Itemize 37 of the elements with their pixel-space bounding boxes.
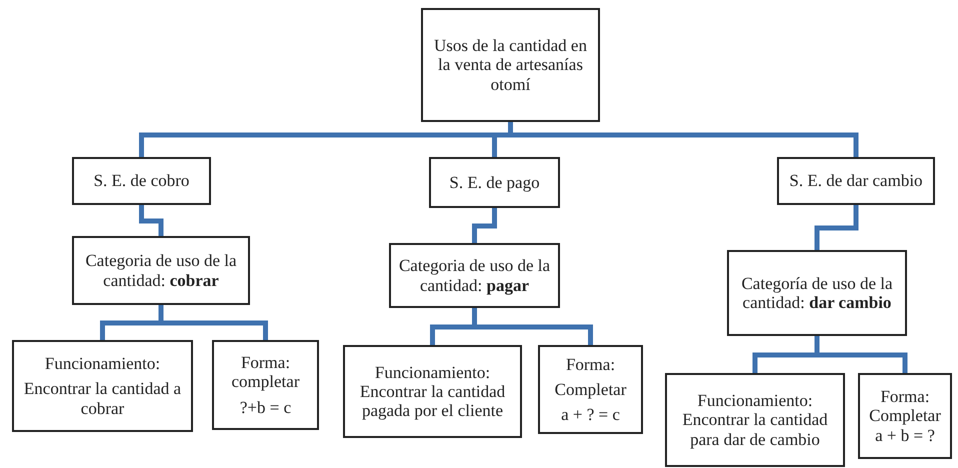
text-box xyxy=(727,250,907,336)
text-box xyxy=(665,373,845,467)
node-text: Encontrar la cantidad pagada por el cliente xyxy=(358,382,506,420)
node-text: Completar xyxy=(869,406,941,426)
node-text: a + ? = c xyxy=(561,405,620,424)
text-box xyxy=(777,157,935,205)
node-text: Encontrar la cantidad a cobrar xyxy=(22,379,182,418)
node-heading: Funcionamiento: xyxy=(44,354,160,374)
node-heading: S. E. de dar cambio xyxy=(789,171,923,191)
node-heading: Forma: xyxy=(566,354,616,374)
connector-line xyxy=(472,208,497,243)
node-heading: Forma: completar xyxy=(230,353,300,392)
node-text: ?+b = c xyxy=(240,398,292,417)
node-heading: Categoria de uso de la cantidad: pagar xyxy=(398,256,552,295)
text-box xyxy=(212,340,319,430)
text-box xyxy=(429,157,560,208)
node-heading: S. E. de pago xyxy=(449,172,540,192)
text-box xyxy=(343,345,522,438)
text-box xyxy=(538,345,643,434)
node-text: Completar xyxy=(554,380,626,400)
node-heading: Usos de la cantidad en la venta de artesanías otomí xyxy=(433,36,588,94)
node-heading: Funcionamiento: xyxy=(374,362,490,382)
node-heading: Categoría de uso de la cantidad: dar cambio xyxy=(740,274,894,312)
text-box xyxy=(72,236,250,305)
node-text: Encontrar la cantidad para dar de cambio xyxy=(681,410,829,449)
node-heading: Forma: xyxy=(880,387,930,406)
connector-line xyxy=(814,205,858,250)
text-box xyxy=(72,157,211,205)
text-box xyxy=(389,243,560,308)
text-box xyxy=(858,373,952,459)
node-text: a + b = ? xyxy=(875,426,935,445)
connector-line xyxy=(139,205,164,236)
node-heading: Funcionamiento: xyxy=(697,391,813,410)
node-heading: Categoria de uso de la cantidad: cobrar xyxy=(84,251,238,290)
node-heading: S. E. de cobro xyxy=(94,171,190,191)
text-box xyxy=(421,8,600,122)
text-box xyxy=(12,340,193,432)
